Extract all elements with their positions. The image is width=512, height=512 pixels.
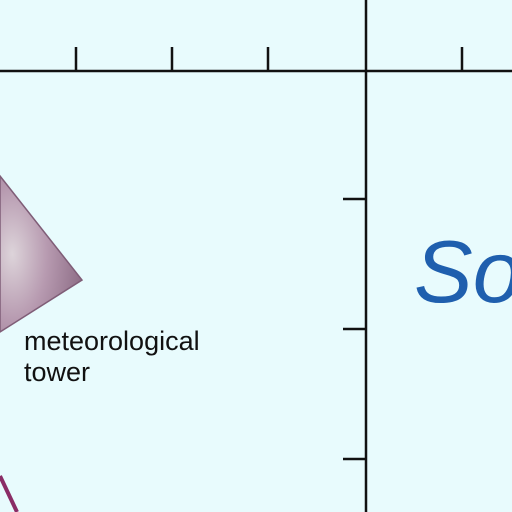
meteorological-tower-shape	[0, 174, 84, 333]
tower-label-line2: tower	[24, 357, 91, 387]
tower-label: meteorological tower	[24, 326, 200, 388]
tower-label-line1: meteorological	[24, 326, 200, 356]
partial-word-label: So	[414, 222, 512, 321]
curve-line	[0, 475, 19, 512]
